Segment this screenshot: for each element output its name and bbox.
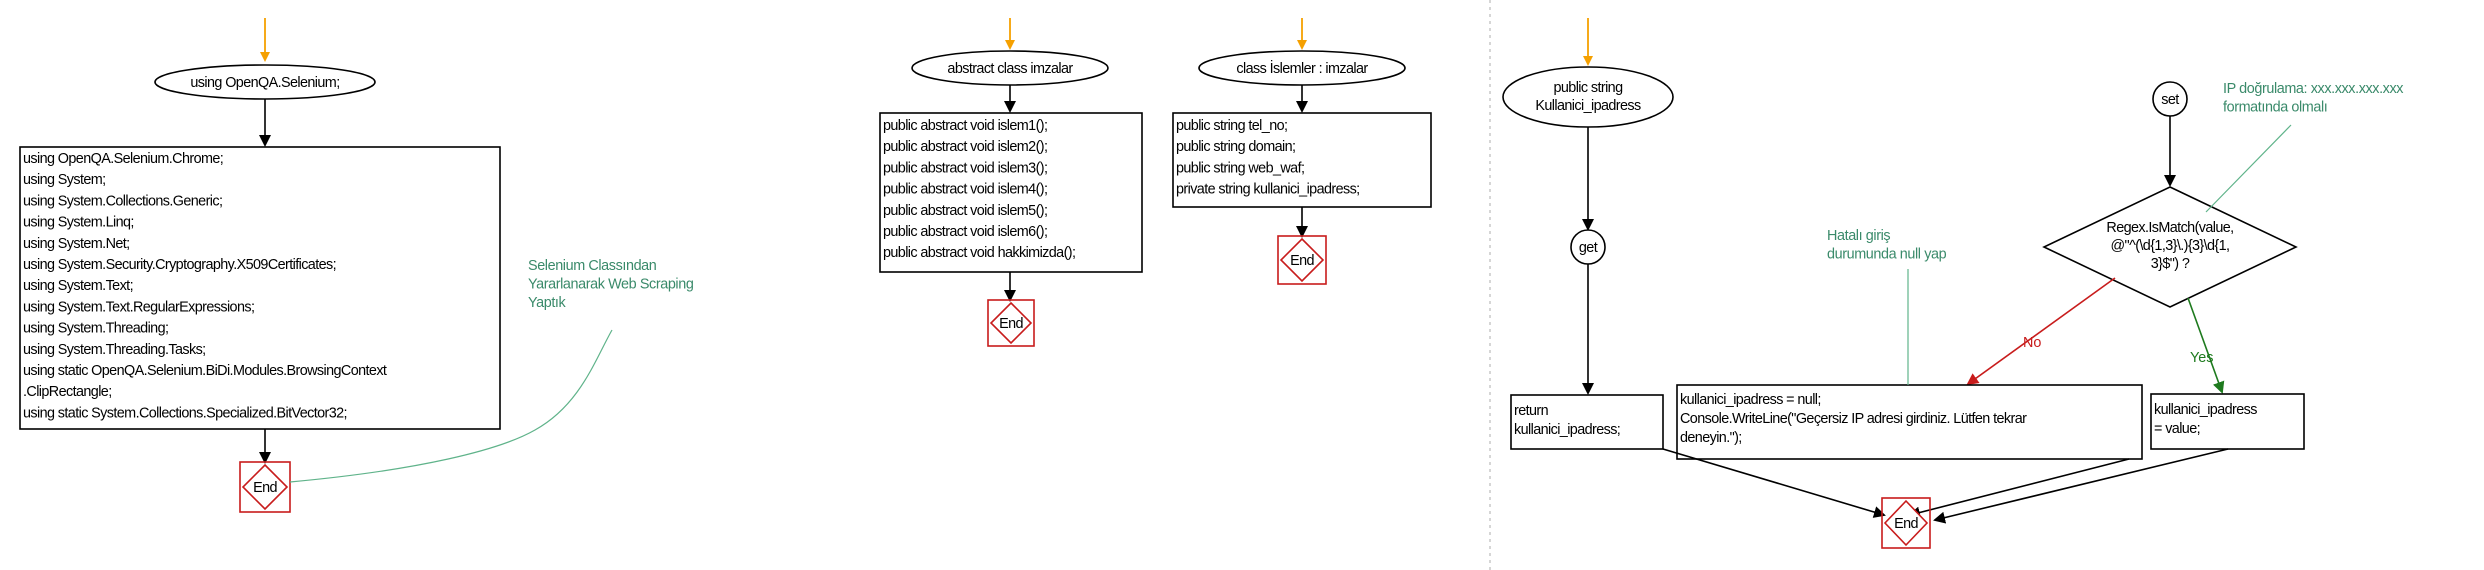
- end-node-diamond: [241, 463, 289, 511]
- code-line: Console.WriteLine("Geçersiz IP adresi gi…: [1680, 411, 2027, 427]
- decision-line: @"^(\d{1,3}\.){3}\d{1,: [2111, 238, 2230, 254]
- property-node[interactable]: [1502, 66, 1674, 128]
- note-line-text: Selenium Classından: [528, 258, 657, 274]
- code-line: using static OpenQA.Selenium.BiDi.Module…: [23, 363, 387, 379]
- usings-block-text: using OpenQA.Selenium.Chrome; using Syste…: [23, 151, 388, 421]
- note-connector: [2205, 124, 2292, 213]
- arrow: [1908, 458, 2130, 519]
- yes-arrow: [2187, 297, 2225, 394]
- fields-block[interactable]: [1172, 112, 1432, 208]
- property-node-line: public string: [1554, 80, 1624, 96]
- start-node-label: using OpenQA.Selenium;: [190, 75, 339, 91]
- note-line-text: Hatalı giriş: [1827, 228, 1890, 244]
- code-line: deneyin.");: [1680, 430, 1742, 446]
- decision-line: 3}$") ?: [2151, 256, 2190, 272]
- code-line: public string tel_no;: [1176, 118, 1287, 134]
- no-label: No: [2023, 335, 2041, 351]
- decision-line: Regex.IsMatch(value,: [2106, 220, 2233, 236]
- panel-using-selenium: using OpenQA.Selenium; using OpenQA.Sele…: [19, 18, 694, 513]
- code-line: public abstract void islem1();: [883, 118, 1047, 134]
- end-node-label: End: [1290, 253, 1314, 269]
- code-line: using System.Net;: [23, 236, 130, 252]
- code-line: using System.Text;: [23, 278, 133, 294]
- code-line: public abstract void hakkimizda();: [883, 245, 1075, 261]
- property-node-line: Kullanici_ipadress: [1535, 98, 1641, 114]
- note-ip-format: IP doğrulama: xxx.xxx.xxx.xxx formatında …: [2223, 81, 2405, 116]
- end-node[interactable]: [1881, 497, 1931, 549]
- code-line: using System.Collections.Generic;: [23, 193, 222, 209]
- end-node-diamond: [1883, 499, 1929, 547]
- code-line: private string kullanici_ipadress;: [1176, 182, 1360, 198]
- code-line: public abstract void islem5();: [883, 203, 1047, 219]
- code-line: = value;: [2154, 421, 2200, 437]
- end-node-diamond: [989, 301, 1033, 345]
- panel-class-islemler: class İslemler : imzalar public string t…: [1172, 18, 1432, 285]
- regex-decision[interactable]: [2042, 186, 2298, 308]
- get-node-label: get: [1579, 240, 1598, 256]
- code-line: kullanici_ipadress: [2154, 402, 2257, 418]
- arrow: [1662, 448, 1886, 518]
- start-node-label: class İslemler : imzalar: [1236, 59, 1368, 77]
- code-line: public string web_waf;: [1176, 160, 1304, 176]
- code-line: using System.Linq;: [23, 215, 134, 231]
- code-line: kullanici_ipadress = null;: [1680, 392, 1821, 408]
- code-line: .ClipRectangle;: [23, 384, 112, 400]
- start-node-label: abstract class imzalar: [947, 61, 1073, 77]
- code-line: public abstract void islem4();: [883, 182, 1047, 198]
- invalid-ip-block[interactable]: [1676, 384, 2143, 460]
- usings-block[interactable]: [19, 146, 501, 430]
- yes-label: Yes: [2190, 350, 2213, 366]
- end-node-label: End: [999, 316, 1023, 332]
- note-line-text: durumunda null yap: [1827, 247, 1947, 263]
- code-line: using System.Threading.Tasks;: [23, 342, 206, 358]
- note-connector: [289, 329, 613, 483]
- code-line: public abstract void islem6();: [883, 224, 1047, 240]
- code-line: public abstract void islem3();: [883, 160, 1047, 176]
- note-line-text: formatında olmalı: [2223, 100, 2327, 116]
- valid-ip-block-text: kullanici_ipadress = value;: [2154, 402, 2258, 437]
- note-line-text: Yaptık: [528, 295, 567, 311]
- invalid-ip-block-text: kullanici_ipadress = null; Console.WriteL…: [1680, 392, 2028, 446]
- panel-abstract-imzalar: abstract class imzalar public abstract v…: [879, 18, 1143, 347]
- fields-block-text: public string tel_no;public string domai…: [1176, 118, 1360, 198]
- code-line: return: [1514, 403, 1549, 419]
- end-node-label: End: [253, 480, 277, 496]
- abstract-methods-text: public abstract void islem1(); public abs…: [883, 118, 1076, 261]
- code-line: kullanici_ipadress;: [1514, 422, 1620, 438]
- code-line: public abstract void islem2();: [883, 139, 1047, 155]
- valid-ip-block[interactable]: [2150, 393, 2305, 450]
- code-line: using System.Text.RegularExpressions;: [23, 299, 254, 315]
- regex-decision-text: Regex.IsMatch(value, @"^(\d{1,3}\.){3}\d{…: [2106, 220, 2234, 272]
- end-node[interactable]: [987, 299, 1035, 347]
- note-line-text: IP doğrulama: xxx.xxx.xxx.xxx: [2223, 81, 2404, 97]
- note-line-text: Yararlanarak Web Scraping: [528, 277, 694, 293]
- no-arrow: [1966, 277, 2116, 386]
- code-line: public string domain;: [1176, 139, 1295, 155]
- end-node-label: End: [1894, 516, 1918, 532]
- abstract-methods-block[interactable]: [879, 112, 1143, 273]
- code-line: using static System.Collections.Speciali…: [23, 405, 347, 421]
- code-line: using System.Threading;: [23, 321, 168, 337]
- code-line: using System.Security.Cryptography.X509C…: [23, 257, 336, 273]
- set-node-label: set: [2161, 92, 2179, 108]
- end-node-diamond: [1279, 237, 1325, 283]
- note-null: Hatalı giriş durumunda null yap: [1827, 228, 1947, 263]
- end-node[interactable]: [239, 461, 291, 513]
- code-line: using System;: [23, 172, 106, 188]
- arrow: [1933, 448, 2229, 524]
- return-block-text: return kullanici_ipadress;: [1514, 403, 1621, 438]
- end-node[interactable]: [1277, 235, 1327, 285]
- code-line: using OpenQA.Selenium.Chrome;: [23, 151, 223, 167]
- return-block[interactable]: [1510, 394, 1664, 450]
